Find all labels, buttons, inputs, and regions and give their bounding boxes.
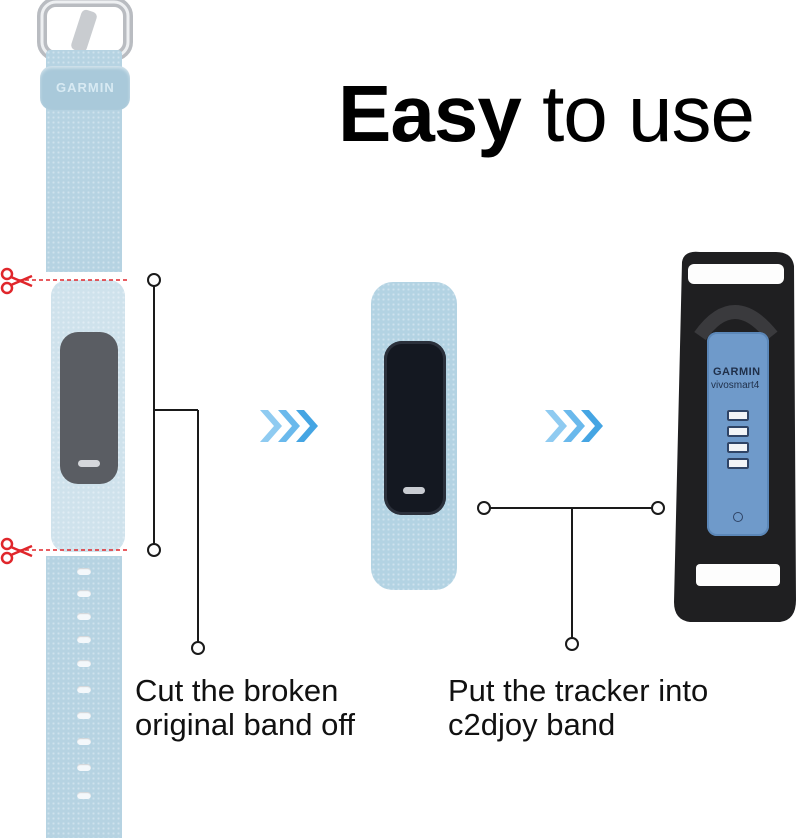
strap-hole [77, 686, 91, 693]
step2-caption: Put the tracker into c2djoy band [448, 674, 708, 742]
strap-hole [77, 764, 91, 771]
step2-line1: Put the tracker into [448, 673, 709, 708]
cut-markers [18, 279, 128, 551]
strap-hole [77, 636, 91, 643]
tracker-contact [727, 442, 749, 453]
headline-rest: to use [542, 69, 755, 158]
tracker-contact [727, 426, 749, 437]
headline-bold: Easy [338, 69, 522, 158]
headline: Easy to use [338, 68, 755, 160]
tracker-contact [727, 410, 749, 421]
original-band: GARMIN [0, 0, 140, 838]
strap-hole [77, 568, 91, 575]
triple-chevron-right-icon [260, 410, 318, 442]
tracker-power-dot [733, 512, 743, 522]
step1-line1: Cut the broken [135, 673, 339, 708]
step2-line2: c2djoy band [448, 707, 616, 742]
tracker-brand: GARMIN [713, 366, 761, 378]
strap-hole [77, 660, 91, 667]
scissors-icon [0, 267, 33, 295]
band-brand-label: GARMIN [56, 80, 115, 95]
tracker-model: vivosmart4 [711, 380, 760, 391]
strap-hole [77, 590, 91, 597]
scissors-icon [0, 537, 33, 565]
band-button [403, 487, 425, 494]
strap-hole [77, 792, 91, 799]
strap-hole [77, 613, 91, 620]
triple-chevron-right-icon [545, 410, 603, 442]
step1-line2: original band off [135, 707, 356, 742]
strap-hole [77, 712, 91, 719]
step1-connector [147, 273, 205, 655]
tracker-button [78, 460, 100, 467]
tracker-screen [60, 332, 118, 484]
bottom-strap [46, 556, 122, 838]
step1-caption: Cut the broken original band off [135, 674, 355, 742]
tracker-contact [727, 458, 749, 469]
band-keeper: GARMIN [40, 66, 130, 110]
strap-hole [77, 738, 91, 745]
tracker-device: GARMIN vivosmart4 [707, 332, 769, 536]
band-screen [384, 341, 446, 515]
step2-connector [477, 501, 665, 651]
